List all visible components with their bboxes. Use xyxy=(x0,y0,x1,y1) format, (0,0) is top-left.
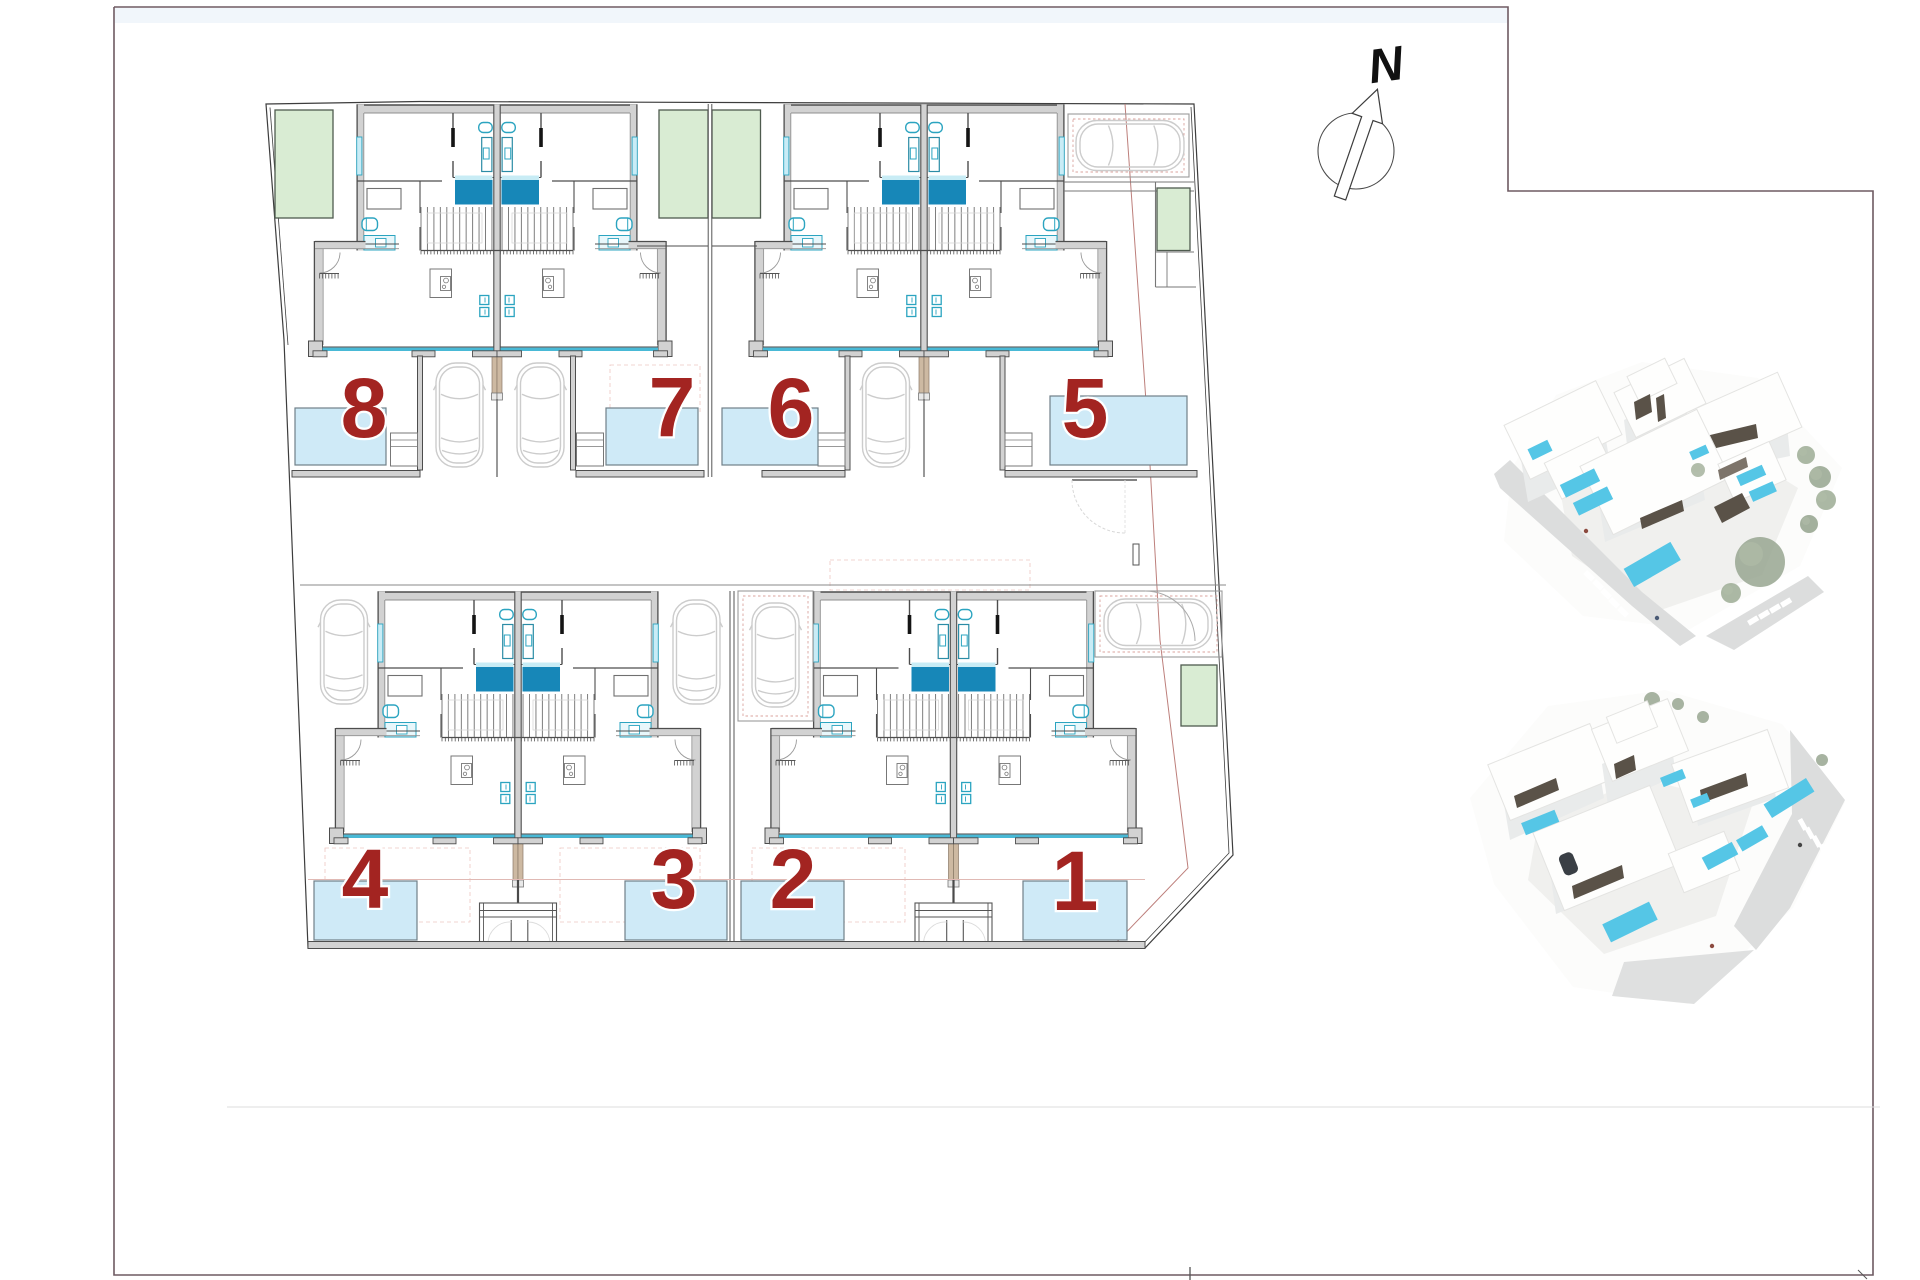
svg-text:5: 5 xyxy=(1062,361,1109,455)
svg-text:7: 7 xyxy=(649,360,696,454)
svg-text:N: N xyxy=(1365,37,1408,94)
svg-text:3: 3 xyxy=(651,832,698,926)
svg-text:6: 6 xyxy=(768,361,815,455)
svg-text:1: 1 xyxy=(1052,834,1099,928)
svg-text:8: 8 xyxy=(341,361,388,455)
svg-text:4: 4 xyxy=(342,832,389,926)
svg-text:2: 2 xyxy=(770,832,817,926)
